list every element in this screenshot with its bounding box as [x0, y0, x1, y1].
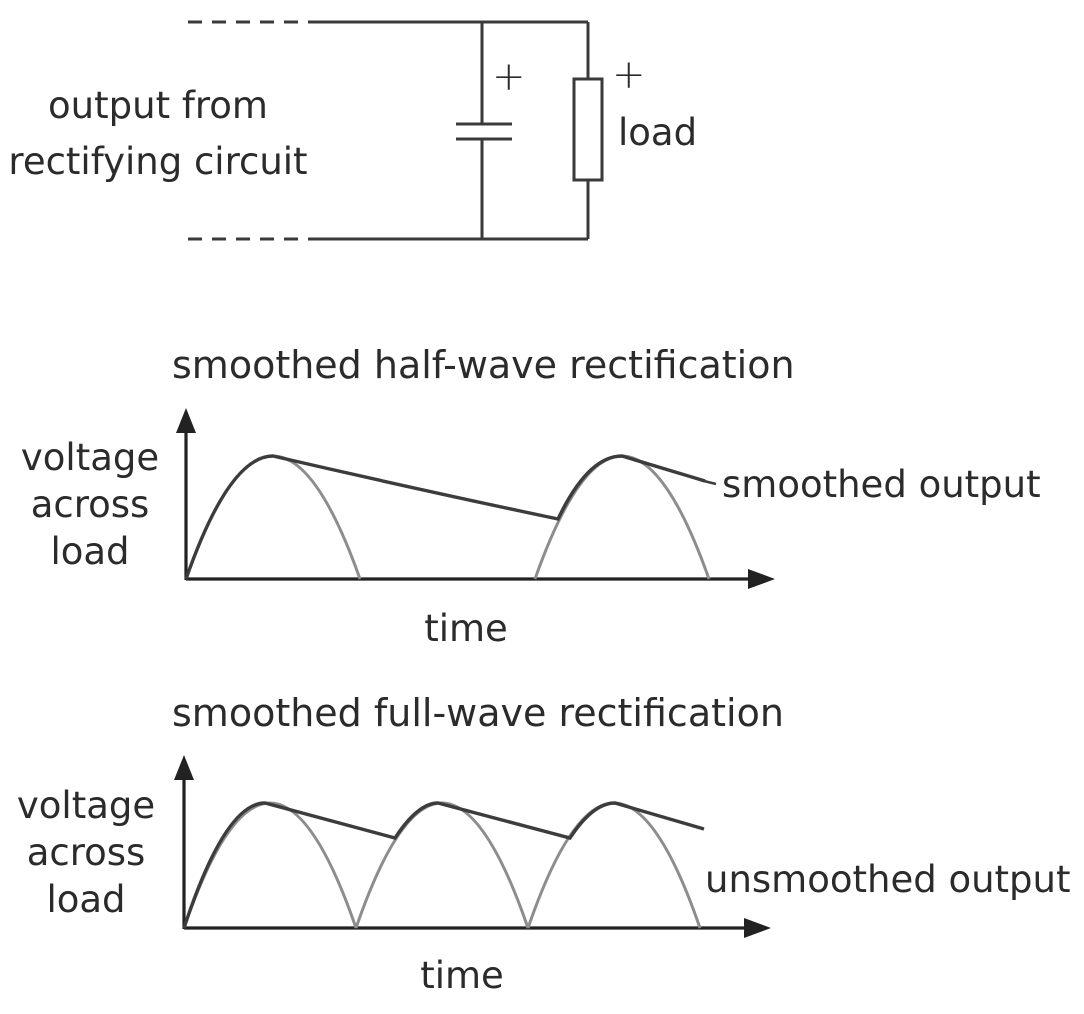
x-axis-label: time: [424, 607, 508, 650]
smoothing-circuit: + + load output from rectifying circuit: [8, 20, 697, 241]
smoothed-output-curve: [182, 801, 705, 929]
smoothed-output-curve: [184, 454, 706, 580]
source-label-line2: rectifying circuit: [8, 140, 307, 183]
y-axis-label-line3: load: [50, 530, 129, 573]
half-wave-graph: smoothed half-wave rectification smoothe…: [21, 343, 1041, 650]
graph-title: smoothed half-wave rectification: [172, 343, 795, 387]
y-axis-label-line1: voltage: [17, 784, 155, 827]
y-axis-label-line3: load: [46, 878, 125, 921]
smoothed-output-label: smoothed output: [722, 463, 1041, 506]
x-axis-label: time: [420, 954, 504, 997]
y-axis-label-line2: across: [31, 483, 150, 526]
capacitor-plus-sign: +: [492, 54, 526, 100]
unsmoothed-output-label: unsmoothed output: [705, 858, 1071, 901]
y-axis-label-line2: across: [27, 831, 146, 874]
load-label: load: [618, 111, 697, 154]
x-axis-arrowhead: [744, 918, 771, 938]
load-resistor: [572, 77, 604, 182]
y-axis-arrowhead: [176, 408, 196, 433]
y-axis-arrowhead: [174, 755, 194, 780]
x-axis-arrowhead: [748, 569, 775, 589]
source-label-line1: output from: [48, 84, 268, 127]
graph-title: smoothed full-wave rectification: [172, 691, 784, 735]
full-wave-graph: smoothed full-wave rectification unsmoot…: [17, 691, 1071, 997]
load-plus-sign: +: [612, 52, 646, 98]
y-axis-label-line1: voltage: [21, 436, 159, 479]
smoothed-output-pointer: [699, 478, 717, 486]
